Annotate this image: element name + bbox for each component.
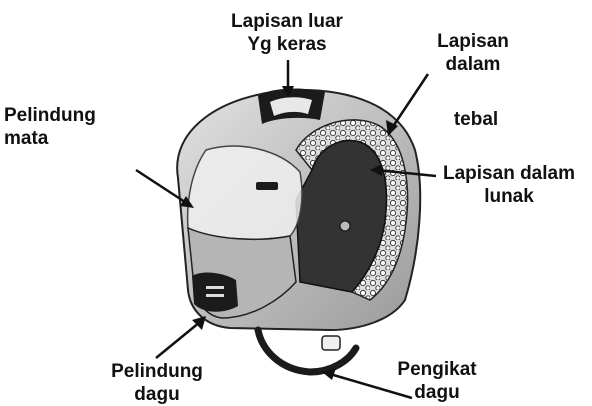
label-inner-soft-line2: lunak [434,185,584,208]
helmet-chin-strap [258,330,356,372]
label-inner-thick-line2: dalam [418,53,528,76]
label-inner-thick-line1: Lapisan [418,30,528,53]
label-chin-guard-line2: dagu [92,383,222,406]
label-eye-shield-line2: mata [4,127,130,150]
label-outer-shell-line2: Yg keras [212,33,362,56]
label-chin-strap-line2: dagu [382,381,492,404]
label-outer-shell: Lapisan luar Yg keras [212,10,362,56]
label-inner-thick: Lapisan dalam [418,30,528,76]
arrow-inner-thick [392,74,428,128]
label-chin-strap-line1: Pengikat [382,358,492,381]
label-outer-shell-line1: Lapisan luar [212,10,362,33]
label-chin-guard: Pelindung dagu [92,360,222,406]
arrow-chin-guard [156,322,200,358]
label-inner-soft-line1: Lapisan dalam [434,162,584,185]
label-inner-thick-continued: tebal [446,108,506,131]
label-chin-strap: Pengikat dagu [382,358,492,404]
helmet-visor [188,146,302,239]
label-inner-soft: Lapisan dalam lunak [434,162,584,208]
label-eye-shield: Pelindung mata [4,104,130,150]
label-inner-thick-line3: tebal [446,108,506,131]
label-chin-guard-line1: Pelindung [92,360,222,383]
label-eye-shield-line1: Pelindung [4,104,130,127]
